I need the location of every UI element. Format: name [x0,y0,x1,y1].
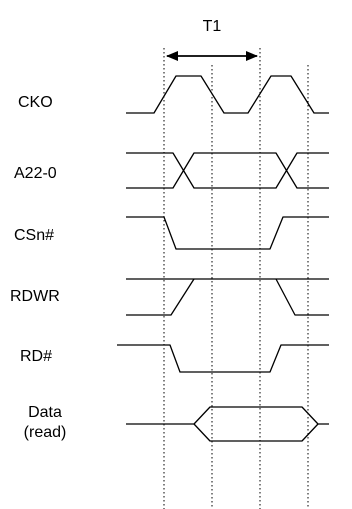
waveform-address-top [126,152,329,189]
signal-label-cko: CKO [18,94,53,111]
waveform-rdwr-low-end [275,278,329,316]
waveform-rd [117,344,329,373]
waveform-rdwr-low [126,278,195,316]
waveform-data [126,406,329,425]
signal-label-chip-select: CSn# [14,227,54,244]
signal-label-rdwr: RDWR [10,288,60,305]
waveform-chip-select [126,216,329,250]
signal-label-data: Data [28,404,62,421]
guide-lines [163,48,309,509]
waveform-cko [126,75,329,114]
waveform-address-bottom [126,152,329,189]
waveform-data-lower [193,423,319,442]
signal-label-address: A22-0 [14,165,57,182]
period-label: T1 [203,18,222,35]
signal-label-rd: RD# [20,348,52,365]
signal-label-data-line2: (read) [24,424,67,441]
